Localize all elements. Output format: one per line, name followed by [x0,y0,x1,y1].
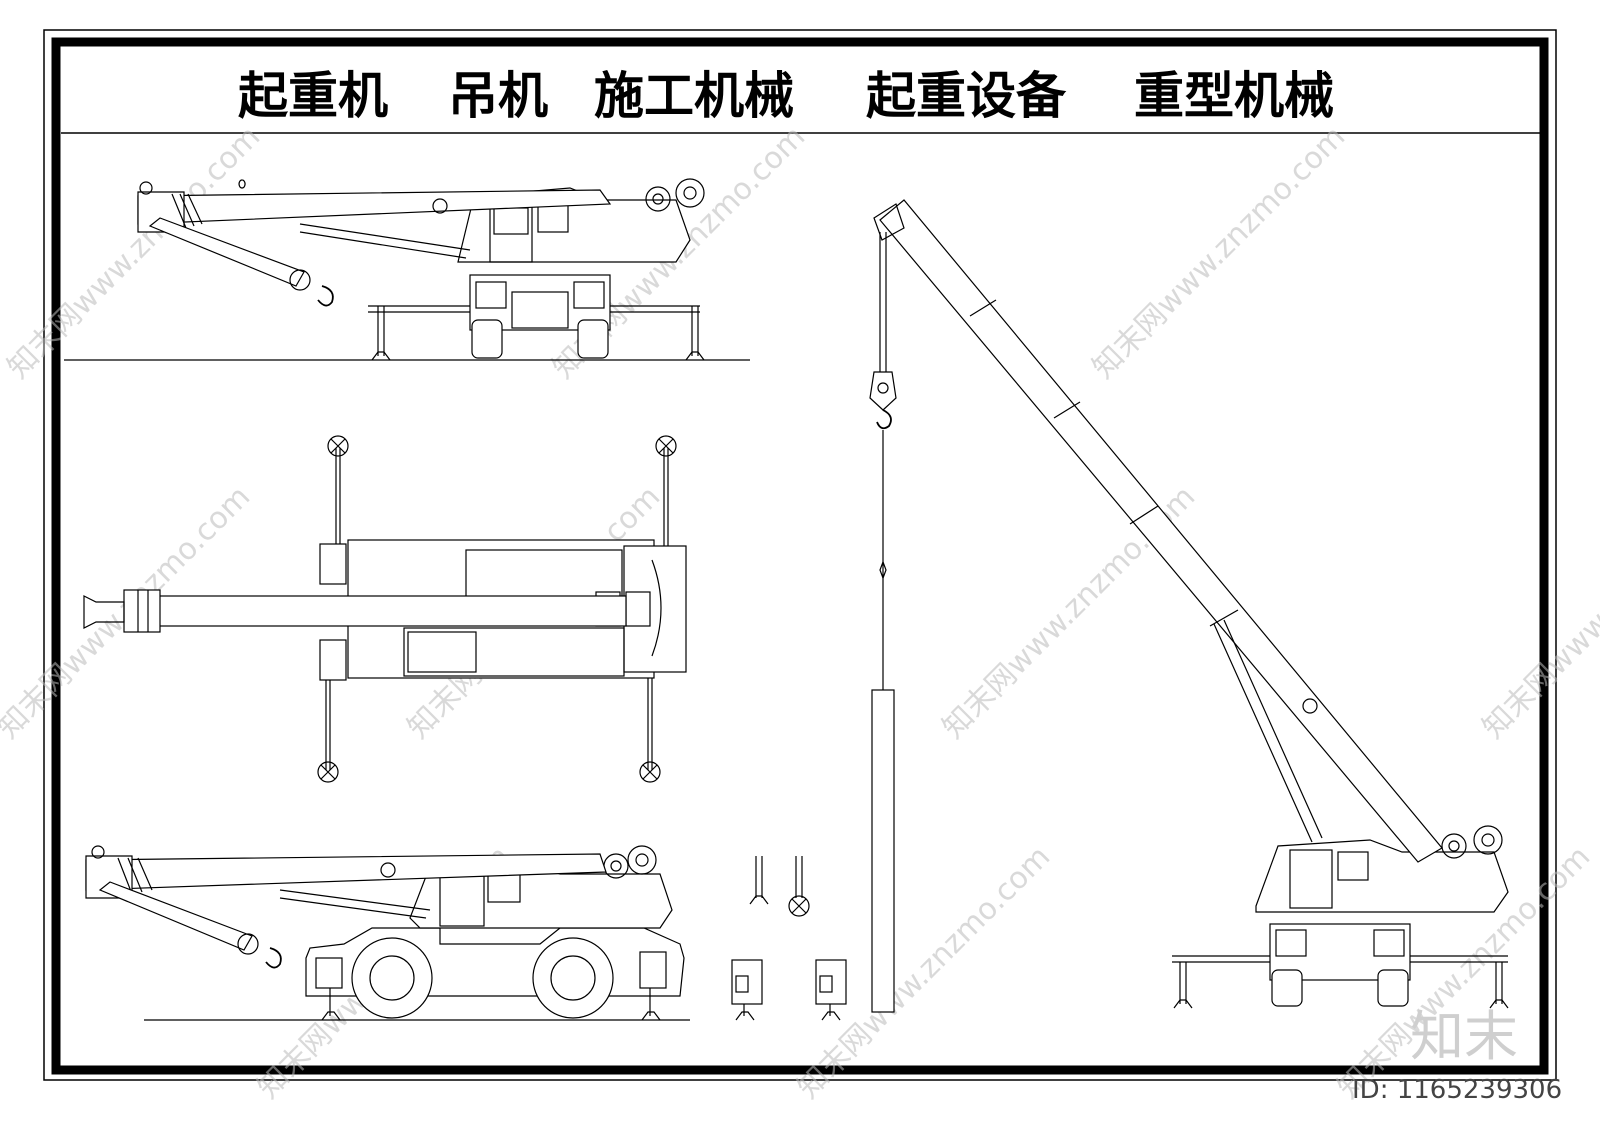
image-id-label: ID: 1165239306 [1352,1075,1562,1105]
crane-side-view-boom-raised [869,199,1509,1013]
brand-logo: 知末 [1410,1005,1518,1068]
title-item-crane: 起重机 [238,67,388,125]
crane-side-view-travel [85,845,690,1021]
watermark-text: 知末网www.znzmo.com [1086,119,1352,385]
crane-plan-view [83,435,687,783]
outer-frame [43,29,1557,1081]
title-item-lifting-equipment: 起重设备 [866,67,1067,125]
crane-side-view-retracted [64,178,750,361]
title-bar: 起重机 吊机 施工机械 起重设备 重型机械 [238,67,1334,125]
title-item-heavy-machinery: 重型机械 [1134,67,1334,125]
title-item-hoist: 吊机 [448,67,548,125]
title-item-construction-machinery: 施工机械 [594,67,794,125]
inner-frame [51,37,1549,1075]
watermark-text: 知末网www.znzmo.com [1476,479,1600,745]
detail-parts [731,856,847,1021]
